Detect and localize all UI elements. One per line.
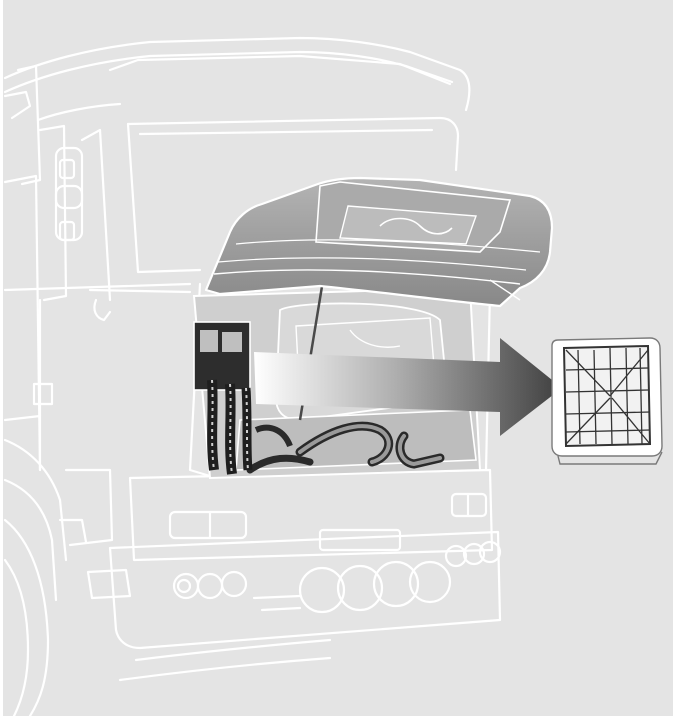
- arrow-right-icon: [254, 338, 562, 436]
- front-hatch: [204, 176, 554, 308]
- air-filter-icon: [551, 337, 663, 465]
